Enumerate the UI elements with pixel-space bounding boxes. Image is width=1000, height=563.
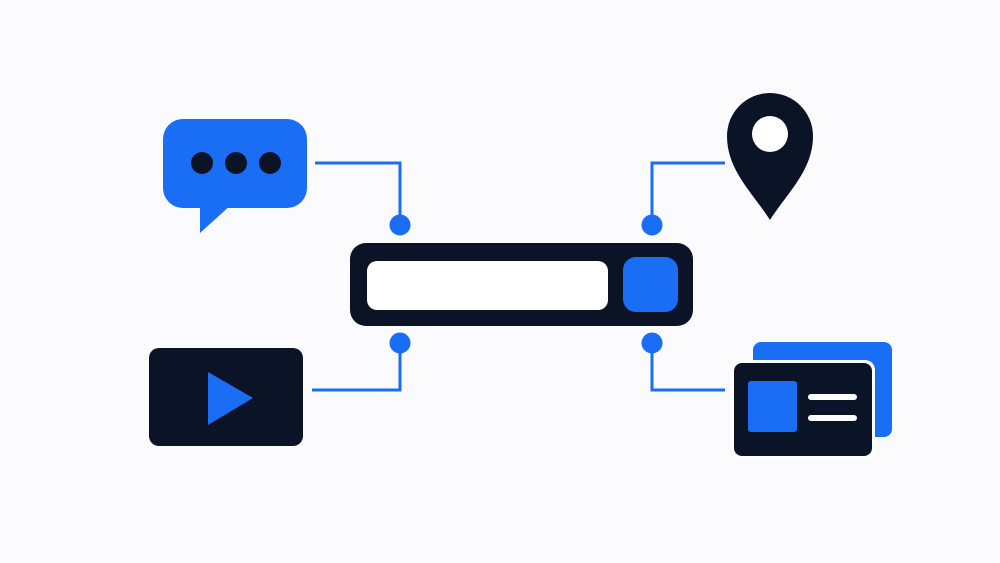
chat-bubble-icon [163,119,307,233]
cards-icon [731,342,892,459]
connector-bottom-left [312,332,411,392]
search-field [367,261,608,310]
search-button [623,257,678,312]
location-pin-icon [727,93,813,220]
connector-bottom-right [641,332,725,392]
search-bar-icon [350,243,693,326]
video-play-icon [149,348,303,446]
connector-top-left [315,161,411,236]
connector-top-right [641,161,725,236]
